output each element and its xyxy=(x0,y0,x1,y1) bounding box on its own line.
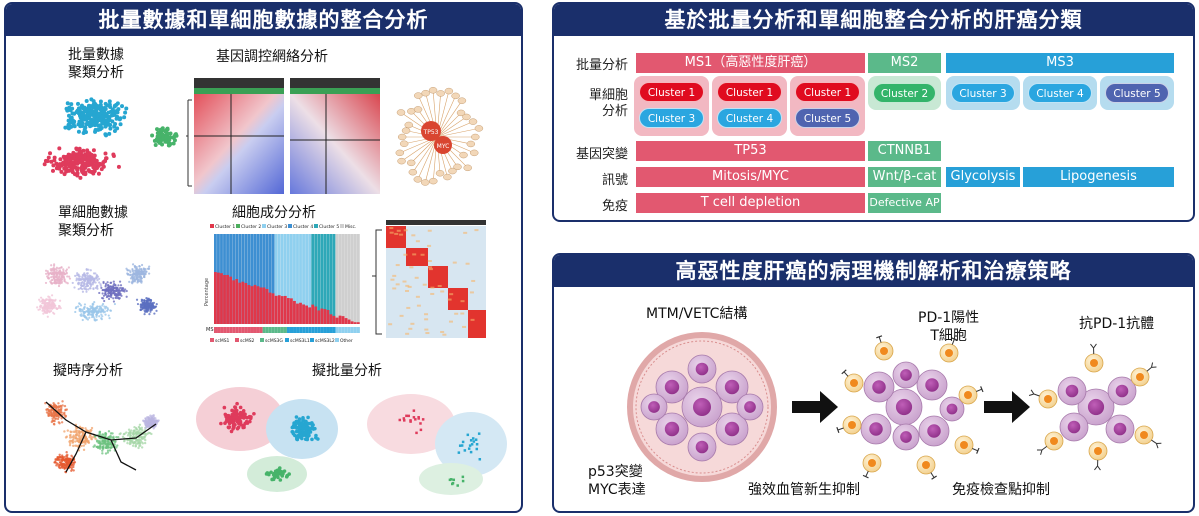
svg-text:Cluster 3: Cluster 3 xyxy=(267,224,287,230)
signal-ms3-glycolysis-bar: Glycolysis xyxy=(946,167,1020,187)
pseudotime-label: 擬時序分析 xyxy=(53,363,123,379)
svg-text:scMS2: scMS2 xyxy=(240,338,255,344)
cluster-pill: Cluster 1 xyxy=(639,82,704,102)
bottom-right-title: 高惡性度肝癌的病理機制解析和治療策略 xyxy=(554,255,1193,287)
svg-text:Cluster 2: Cluster 2 xyxy=(241,224,261,230)
hcc-classification-panel: 基於批量分析和單細胞整合分析的肝癌分類 批量分析 單細胞 分析 基因突變 訊號 … xyxy=(552,2,1195,222)
angiogenesis-inhibition-label: 強效血管新生抑制 xyxy=(748,482,860,498)
row-label-immune: 免疫 xyxy=(601,199,628,214)
cluster-pill: Cluster 1 xyxy=(795,82,860,102)
gene-network-label: 基因調控網絡分析 xyxy=(216,49,328,65)
sc-cluster-label: 單細胞數據 聚類分析 xyxy=(58,205,128,239)
correlation-heatmap xyxy=(372,220,486,338)
immune-checkpoint-label: 免疫檢查點抑制 xyxy=(952,482,1050,498)
row-label-mutation: 基因突變 xyxy=(575,147,628,162)
cluster-pill: Cluster 4 xyxy=(717,108,782,128)
gene-network-graph: TP53 MYC xyxy=(395,87,484,186)
mutation-ms1-bar: TP53 xyxy=(636,141,865,161)
svg-text:scMS3L1: scMS3L1 xyxy=(290,338,310,344)
svg-text:scMS3L2: scMS3L2 xyxy=(315,338,335,344)
mtm-vetc-label: MTM/VETC結構 xyxy=(646,306,748,322)
cluster-pill: Cluster 2 xyxy=(873,83,936,103)
integration-analysis-panel: 批量數據和單細胞數據的整合分析 批量數據 聚類分析 基因調控網絡分析 單細胞數據… xyxy=(4,2,523,513)
single-cell-umap-plot xyxy=(36,263,158,322)
cluster-pill: Cluster 5 xyxy=(795,108,860,128)
signal-ms2-bar: Wnt/β-cat xyxy=(868,167,941,187)
svg-text:Other: Other xyxy=(340,338,353,344)
myc-node xyxy=(434,136,452,154)
pd1-t-cell-label: PD-1陽性 T細胞 xyxy=(918,310,980,344)
bulk-cluster-label: 批量數據 聚類分析 xyxy=(68,47,124,81)
top-right-title: 基於批量分析和單細胞整合分析的肝癌分類 xyxy=(554,4,1193,36)
arrow-icon xyxy=(984,391,1030,423)
pseudobulk-label: 擬批量分析 xyxy=(312,363,382,379)
svg-text:Cluster 1: Cluster 1 xyxy=(215,224,235,230)
ms3-bar: MS3 xyxy=(946,53,1174,73)
tumor-with-t-cells xyxy=(836,335,984,480)
cluster-pill: Cluster 3 xyxy=(951,83,1015,103)
ms2-bar: MS2 xyxy=(868,53,941,73)
row-label-signal: 訊號 xyxy=(601,173,628,188)
mechanism-illustration xyxy=(627,332,1162,482)
tp53-node-label: TP53 xyxy=(423,129,439,136)
signal-ms3-lipogenesis-bar: Lipogenesis xyxy=(1023,167,1174,187)
row-label-bulk: 批量分析 xyxy=(575,58,628,73)
bulk-cluster-scatter-plot xyxy=(42,97,179,180)
immune-ms2-bar: Defective AP xyxy=(868,193,941,213)
cluster-pill: Cluster 1 xyxy=(717,82,782,102)
gene-regulatory-heatmaps xyxy=(186,78,380,194)
svg-text:scMS1: scMS1 xyxy=(215,338,230,344)
pseudotime-trajectory-plot xyxy=(44,400,160,474)
mtm-tumor-cluster xyxy=(627,332,777,482)
composition-ms-label: MS xyxy=(206,327,214,333)
cell-composition-label: 細胞成分分析 xyxy=(232,205,316,221)
p53-myc-label: p53突變 MYC表達 xyxy=(588,464,646,498)
row-label-single-cell: 單細胞 分析 xyxy=(588,88,628,119)
immune-ms1-bar: T cell depletion xyxy=(636,193,865,213)
composition-bottom-legend: scMS1 scMS2 scMS3G scMS3L1 scMS3L2 Other xyxy=(210,338,353,344)
myc-node-label: MYC xyxy=(437,143,450,150)
svg-text:Cluster 5: Cluster 5 xyxy=(319,224,339,230)
pathology-treatment-panel: 高惡性度肝癌的病理機制解析和治療策略 MTM/VETC結構 PD-1陽性 T細胞… xyxy=(552,253,1195,513)
pseudobulk-scatter-plot xyxy=(196,387,338,492)
composition-ylabel: Percentage xyxy=(204,278,210,306)
cluster-pill: Cluster 3 xyxy=(639,108,704,128)
cluster-pill: Cluster 5 xyxy=(1105,83,1169,103)
arrow-icon xyxy=(792,391,838,423)
svg-text:scMS3G: scMS3G xyxy=(265,338,283,344)
cell-composition-chart: Cluster 1 Cluster 2 Cluster 3 Cluster 4 Clus… xyxy=(204,224,360,344)
svg-text:Cluster 4: Cluster 4 xyxy=(293,224,313,230)
signal-ms1-bar: Mitosis/MYC xyxy=(636,167,865,187)
tp53-node xyxy=(421,121,441,141)
composition-legend: Cluster 1 Cluster 2 Cluster 3 Cluster 4 Clus… xyxy=(210,224,356,230)
pseudobulk-overlay-plot xyxy=(367,394,507,495)
cluster-pill: Cluster 4 xyxy=(1028,83,1092,103)
svg-text:Misc.: Misc. xyxy=(345,224,356,230)
ms1-bar: MS1（高惡性度肝癌） xyxy=(636,53,865,73)
left-panel-title: 批量數據和單細胞數據的整合分析 xyxy=(6,4,521,36)
anti-pd1-label: 抗PD-1抗體 xyxy=(1079,316,1155,332)
tumor-with-anti-pd1 xyxy=(1028,343,1162,471)
mutation-ms2-bar: CTNNB1 xyxy=(868,141,941,161)
